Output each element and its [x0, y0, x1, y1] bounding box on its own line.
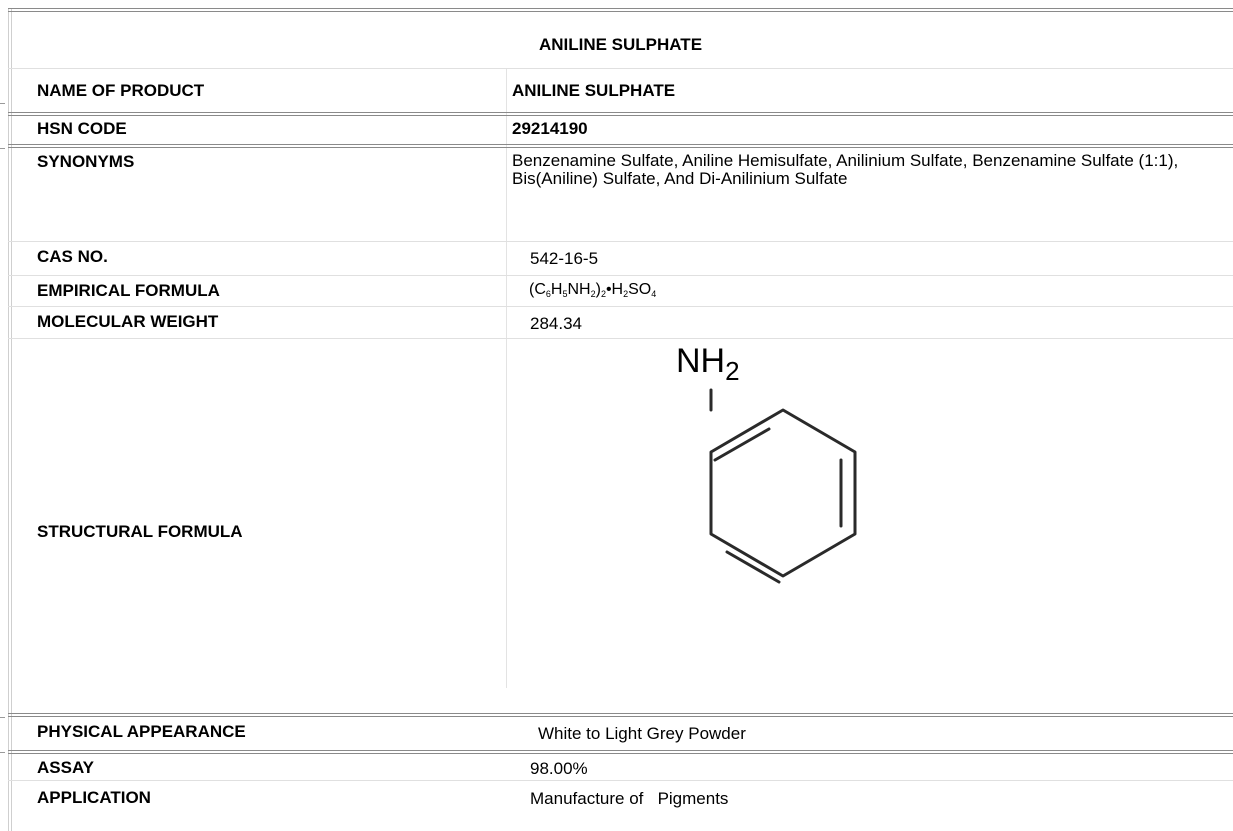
margin-tick [0, 148, 5, 149]
rule-after-name [8, 112, 1233, 116]
label-hsn-code: HSN CODE [37, 119, 127, 138]
amine-group-label: NH2 [676, 342, 740, 384]
value-molecular-weight: 284.34 [530, 314, 582, 333]
rule-after-hsn [8, 144, 1233, 148]
formula-sub: 2 [600, 289, 606, 299]
rule-top [8, 8, 1233, 12]
formula-sub: 2 [623, 289, 629, 299]
left-border [8, 8, 9, 831]
label-structural-formula: STRUCTURAL FORMULA [37, 522, 243, 541]
formula-sub: 5 [562, 289, 568, 299]
formula-sub: 6 [545, 289, 551, 299]
margin-tick [0, 752, 5, 753]
value-hsn-code: 29214190 [512, 119, 588, 138]
value-physical-appearance: White to Light Grey Powder [538, 724, 746, 743]
formula-sub: 2 [590, 289, 596, 299]
inner-double-bond [725, 550, 781, 584]
left-border-inner [11, 8, 12, 831]
value-synonyms: Benzenamine Sulfate, Aniline Hemisulfate… [512, 151, 1179, 188]
label-synonyms: SYNONYMS [37, 152, 135, 171]
formula-part: ) [595, 281, 601, 298]
rule-after-weight [8, 338, 1233, 339]
ring-outline [709, 408, 857, 578]
inner-double-bond [713, 427, 771, 462]
value-name-of-product: ANILINE SULPHATE [512, 81, 676, 100]
amine-group-main: NH [676, 342, 726, 380]
formula-part: NH [567, 281, 591, 298]
formula-part: (C [529, 281, 546, 298]
rule-after-formula [8, 306, 1233, 307]
formula-part: •H [605, 281, 624, 298]
page-title: ANILINE SULPHATE [538, 35, 703, 54]
margin-tick [0, 103, 5, 104]
label-assay: ASSAY [37, 758, 95, 777]
value-empirical-formula: (C6H5NH2)2•H2SO4 [529, 281, 656, 299]
amine-group-sub: 2 [725, 356, 740, 386]
rule-after-cas [8, 275, 1233, 276]
formula-part: SO [628, 281, 652, 298]
column-divider [506, 68, 507, 688]
rule-after-structure [8, 713, 1233, 717]
benzene-ring-icon [709, 388, 857, 584]
rule-after-assay [8, 780, 1233, 781]
rule-after-appearance [8, 750, 1233, 754]
value-cas-no: 542-16-5 [530, 249, 599, 268]
label-name-of-product: NAME OF PRODUCT [37, 81, 205, 100]
label-cas-no: CAS NO. [37, 247, 108, 266]
label-empirical-formula: EMPIRICAL FORMULA [37, 281, 220, 300]
label-physical-appearance: PHYSICAL APPEARANCE [37, 722, 246, 741]
product-spec-sheet: ANILINE SULPHATE NAME OF PRODUCT ANILINE… [0, 8, 1233, 831]
rule-header [8, 68, 1233, 69]
value-application: Manufacture of Pigments [530, 789, 729, 808]
rule-after-synonyms [8, 241, 1233, 242]
formula-part: H [550, 281, 563, 298]
label-molecular-weight: MOLECULAR WEIGHT [37, 312, 219, 331]
value-assay: 98.00% [530, 759, 588, 778]
label-application: APPLICATION [37, 788, 151, 807]
formula-sub: 4 [651, 289, 657, 299]
margin-tick [0, 717, 5, 718]
